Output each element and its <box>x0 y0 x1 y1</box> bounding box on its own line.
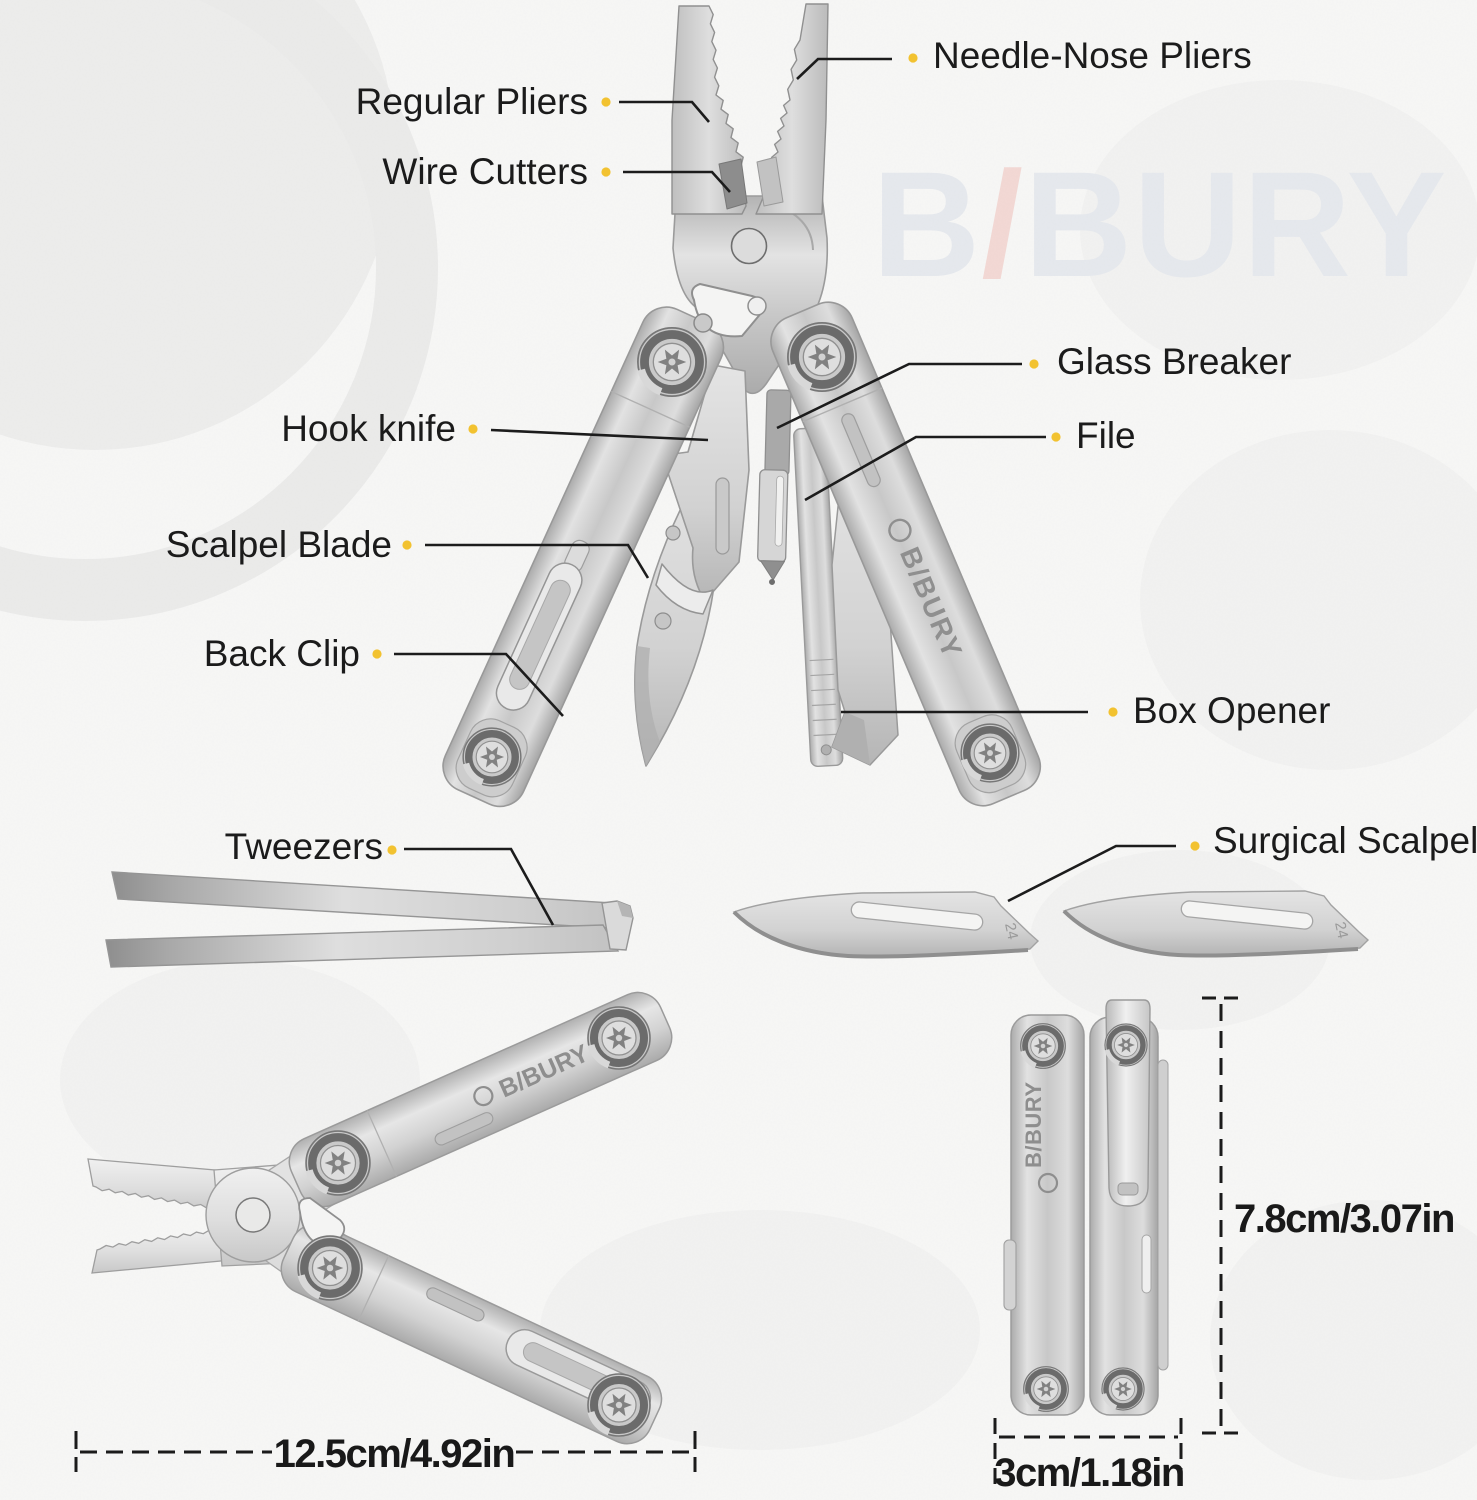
svg-text:Surgical Scalpel: Surgical Scalpel <box>1213 820 1477 861</box>
svg-text:Hook knife: Hook knife <box>281 408 456 449</box>
svg-text:Glass Breaker: Glass Breaker <box>1057 341 1291 382</box>
svg-text:File: File <box>1076 415 1136 456</box>
svg-text:24: 24 <box>1001 921 1021 941</box>
svg-text:Regular Pliers: Regular Pliers <box>356 81 588 122</box>
svg-text:Wire Cutters: Wire Cutters <box>382 151 588 192</box>
svg-text:7.8cm/3.07in: 7.8cm/3.07in <box>1234 1197 1454 1241</box>
svg-text:Scalpel Blade: Scalpel Blade <box>166 524 392 565</box>
svg-text:3cm/1.18in: 3cm/1.18in <box>994 1451 1184 1495</box>
svg-text:Back Clip: Back Clip <box>204 633 360 674</box>
svg-text:12.5cm/4.92in: 12.5cm/4.92in <box>274 1432 515 1476</box>
svg-text:B/BURY: B/BURY <box>1021 1081 1046 1168</box>
svg-text:Tweezers: Tweezers <box>225 826 383 867</box>
svg-text:Needle-Nose Pliers: Needle-Nose Pliers <box>933 35 1252 76</box>
svg-text:Box Opener: Box Opener <box>1133 690 1330 731</box>
